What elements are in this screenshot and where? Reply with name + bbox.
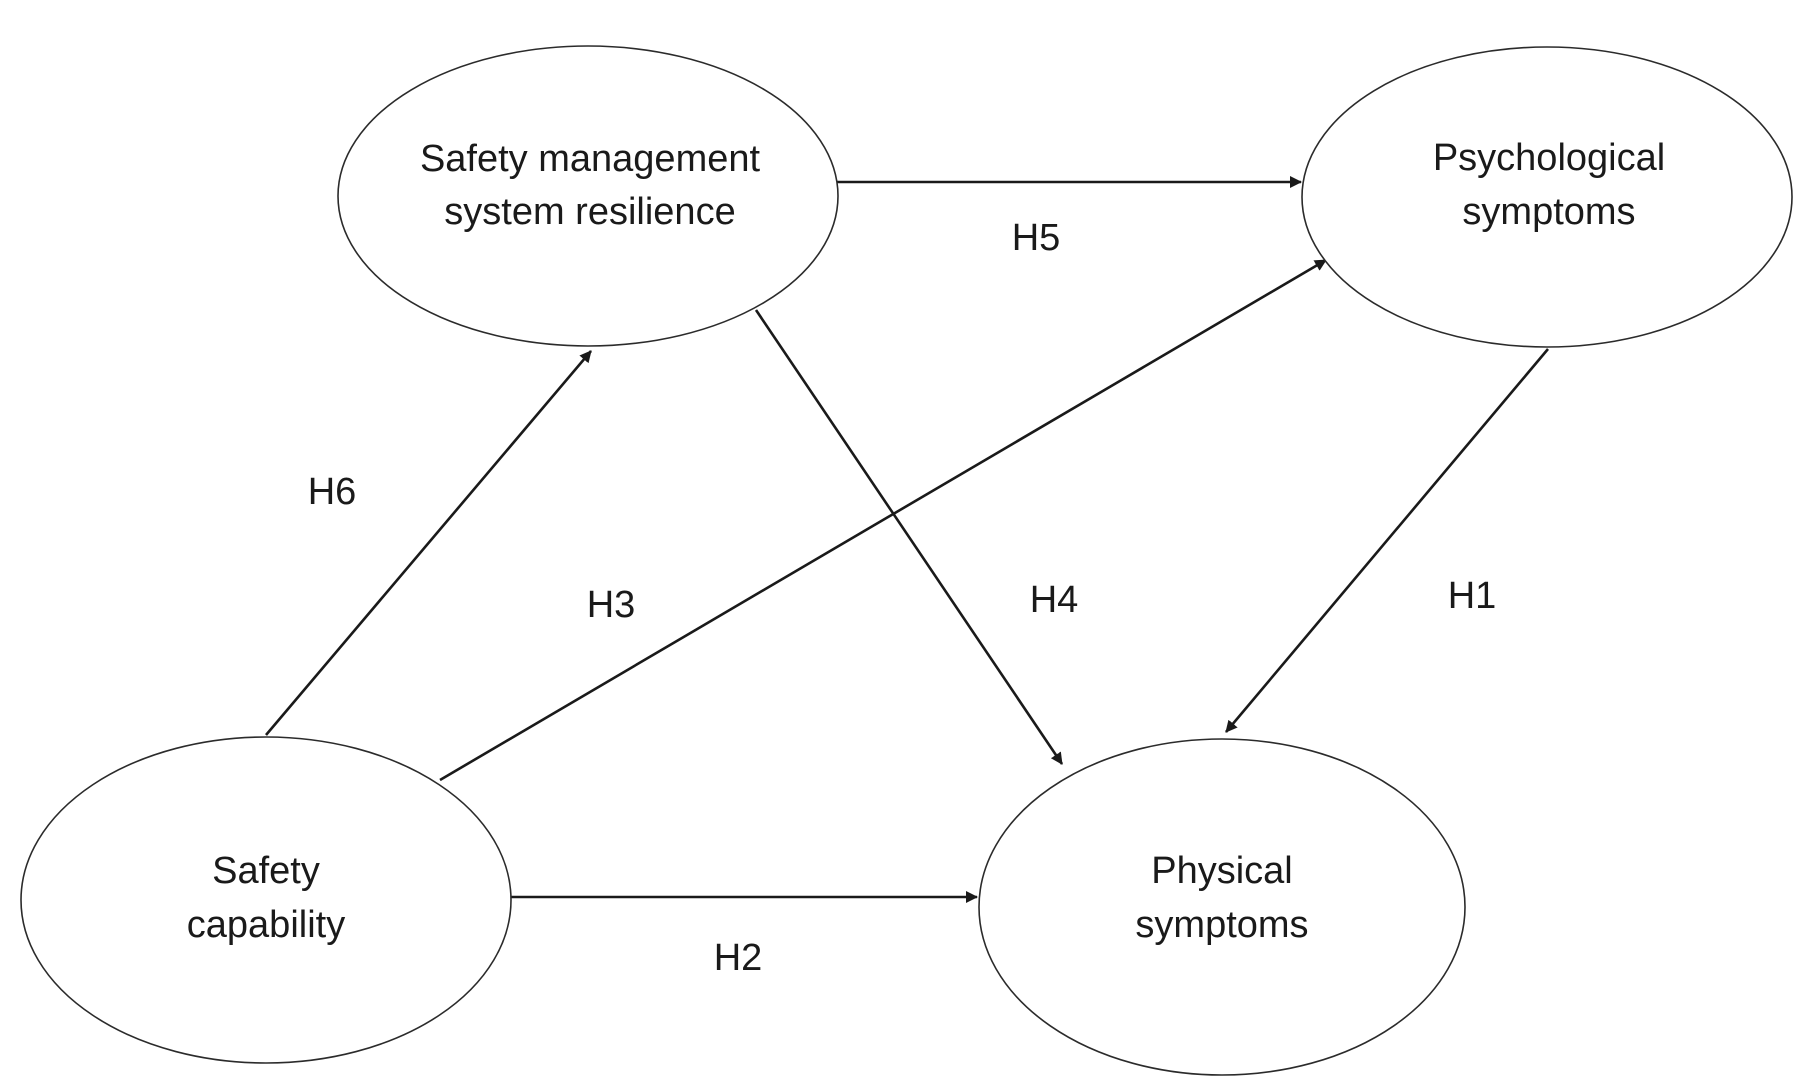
node-label-line-2: capability (187, 904, 345, 946)
edge-h3-arrow (439, 258, 1327, 782)
edge-label-h6: H6 (308, 471, 357, 513)
edge-label-h3: H3 (587, 584, 636, 626)
edge-label-h4: H4 (1030, 579, 1079, 621)
node-label-line-1: Physical (1151, 850, 1293, 892)
node-ellipse (1301, 46, 1793, 348)
node-ellipse (978, 738, 1466, 1076)
edge-h4-arrow (754, 309, 1064, 765)
edge-labels: H5 H6 H3 H4 H1 H2 (308, 217, 1497, 979)
edge-label-h2: H2 (714, 937, 763, 979)
node-label-line-1: Psychological (1433, 137, 1665, 179)
node-safety-capability: Safety capability (20, 736, 512, 1064)
edges (265, 176, 1549, 903)
node-physical-symptoms: Physical symptoms (978, 738, 1466, 1076)
node-ellipse (20, 736, 512, 1064)
edge-h1-arrow (1225, 348, 1549, 733)
node-psychological-symptoms: Psychological symptoms (1301, 46, 1793, 348)
edge-label-h5: H5 (1012, 217, 1061, 259)
edge-label-h1: H1 (1448, 575, 1497, 617)
node-label-line-2: symptoms (1462, 191, 1635, 233)
node-label-line-1: Safety (212, 850, 320, 892)
edge-h6-arrow (265, 350, 592, 736)
node-safety-management-system-resilience: Safety management system resilience (337, 45, 839, 347)
node-label-line-1: Safety management (420, 138, 761, 180)
node-ellipse (337, 45, 839, 347)
node-label-line-2: system resilience (444, 191, 735, 233)
node-label-line-2: symptoms (1135, 904, 1308, 946)
